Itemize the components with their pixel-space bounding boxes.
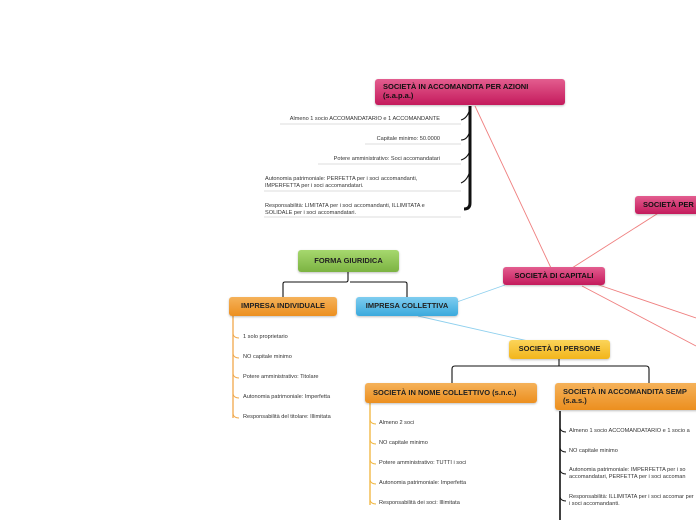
snc-item: NO capitale minimo: [379, 440, 428, 446]
node-societa-persone[interactable]: SOCIETÀ DI PERSONE: [509, 340, 610, 359]
sapa-item: Capitale minimo: 50.0000: [376, 136, 440, 142]
link-collettiva-capitali: [453, 284, 506, 304]
snc-item: Responsabilità dei soci: Illimitata: [379, 500, 460, 506]
individuale-item: 1 solo proprietario: [243, 334, 288, 340]
node-impresa-individuale[interactable]: IMPRESA INDIVIDUALE: [229, 297, 337, 316]
node-impresa-collettiva[interactable]: IMPRESA COLLETTIVA: [356, 297, 458, 316]
node-sas[interactable]: SOCIETÀ IN ACCOMANDITA SEMP (s.a.s.): [555, 383, 696, 410]
snc-item: Autonomia patrimoniale: Imperfetta: [379, 480, 467, 486]
sas-item: Autonomia patrimoniale: IMPERFETTA per i…: [569, 467, 686, 481]
link-capitali-offscreen-1: [595, 283, 696, 319]
individuale-item: Autonomia patrimoniale: Imperfetta: [243, 394, 331, 400]
node-forma-giuridica[interactable]: FORMA GIURIDICA: [298, 250, 399, 272]
node-sapa[interactable]: SOCIETÀ IN ACCOMANDITA PER AZIONI (s.a.p…: [375, 79, 565, 105]
sapa-item: Autonomia patrimoniale: PERFETTA per i s…: [265, 176, 418, 190]
sas-item: NO capitale minimo: [569, 448, 618, 454]
sas-item: Responsabilità: ILLIMITATA per i soci ac…: [569, 494, 694, 508]
sapa-brace: [463, 106, 472, 211]
link-forma-children: [282, 272, 408, 297]
link-spa-capitali: [571, 211, 661, 269]
node-spa[interactable]: SOCIETÀ PER: [635, 196, 696, 214]
sapa-item: Almeno 1 socio ACCOMANDATARIO e 1 ACCOMA…: [289, 116, 440, 122]
individuale-item: Responsabilità del titolare: Illimitata: [243, 414, 331, 420]
sapa-item: Responsabilità: LIMITATA per i soci acco…: [265, 203, 425, 217]
sas-item: Almeno 1 socio ACCOMANDATARIO e 1 socio …: [569, 428, 690, 434]
link-capitali-offscreen-2: [581, 285, 696, 347]
link-collettiva-persone: [417, 315, 529, 342]
snc-item: Potere amministrativo: TUTTI i soci: [379, 460, 467, 466]
individuale-item: Potere amministrativo: Titolare: [243, 374, 319, 380]
sapa-item: Potere amministrativo: Soci accomandatar…: [333, 156, 440, 162]
link-sapa-capitali: [474, 105, 552, 269]
node-snc[interactable]: SOCIETÀ IN NOME COLLETTIVO (s.n.c.): [365, 383, 537, 403]
individuale-item: NO capitale minimo: [243, 354, 292, 360]
link-persone-children: [451, 358, 650, 383]
snc-item: Almeno 2 soci: [379, 420, 415, 426]
node-capitali[interactable]: SOCIETÀ DI CAPITALI: [503, 267, 605, 285]
